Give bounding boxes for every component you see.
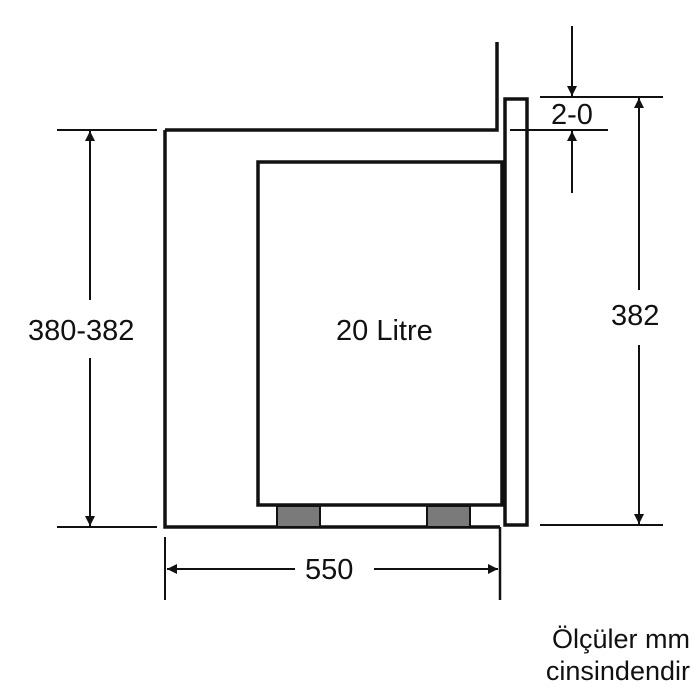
appliance-body bbox=[256, 160, 504, 507]
gap-dimension bbox=[510, 26, 608, 193]
foot-left bbox=[276, 505, 321, 528]
foot-right bbox=[426, 505, 471, 528]
niche-height-dimension bbox=[57, 129, 157, 528]
capacity-label: 20 Litre bbox=[336, 315, 433, 347]
units-note-line2: cinsindendir bbox=[545, 656, 690, 686]
front-panel bbox=[503, 97, 529, 527]
depth-label: 550 bbox=[305, 554, 354, 586]
units-note-line1: Ölçüler mm bbox=[551, 624, 690, 654]
front-height-dimension bbox=[540, 96, 663, 526]
units-note: Ölçüler mm cinsindendir bbox=[546, 623, 690, 687]
niche-height-label: 380-382 bbox=[28, 315, 135, 347]
cabinet-niche bbox=[163, 42, 500, 529]
front-height-label: 382 bbox=[611, 300, 660, 332]
gap-label: 2-0 bbox=[551, 99, 593, 131]
